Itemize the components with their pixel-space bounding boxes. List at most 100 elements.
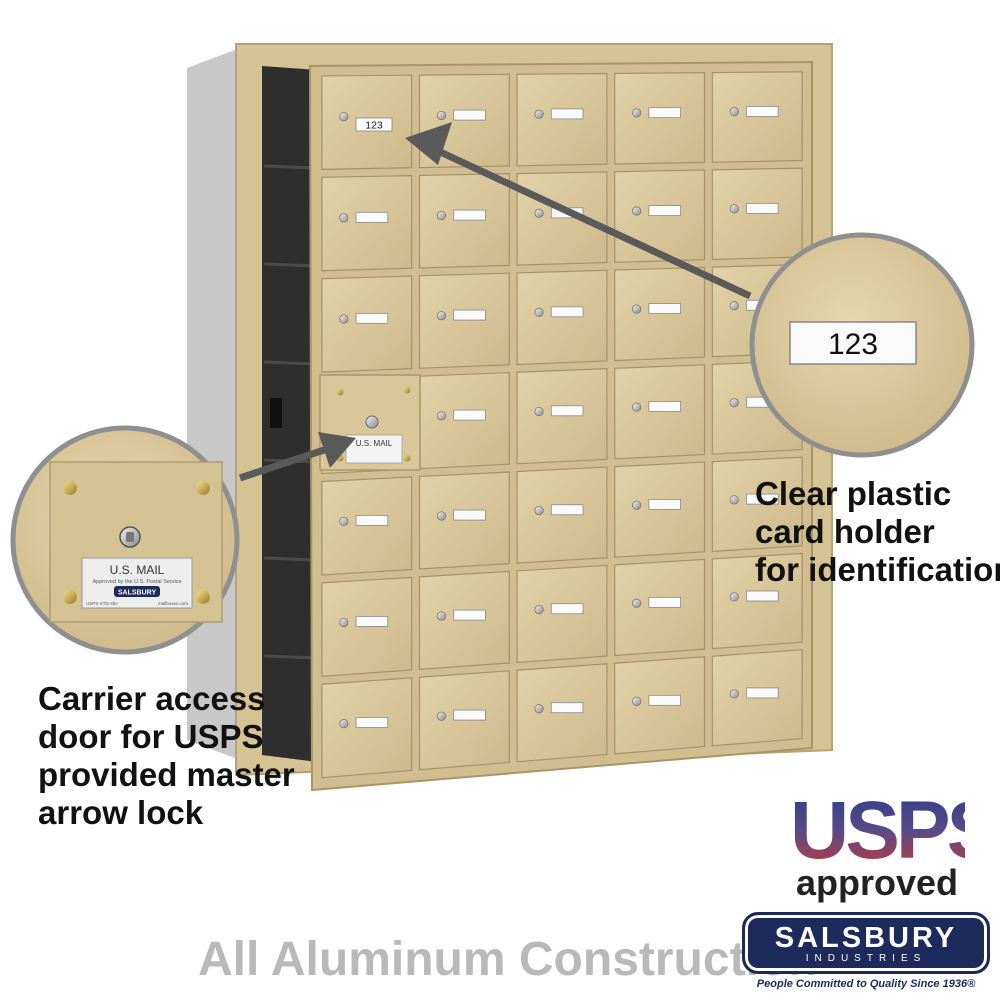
lock-icon bbox=[436, 311, 447, 321]
lock-icon bbox=[729, 592, 739, 602]
salsbury-slogan: People Committed to Quality Since 1936® bbox=[756, 978, 976, 990]
carrier-door-caption: Carrier access door for USPS provided ma… bbox=[38, 680, 295, 832]
lock-icon bbox=[632, 402, 642, 412]
mailbox-door bbox=[321, 174, 413, 272]
salsbury-logo-sub: INDUSTRIES bbox=[805, 952, 927, 964]
lock-icon bbox=[729, 204, 739, 214]
lock-icon bbox=[729, 689, 739, 699]
caption-line: for identification bbox=[755, 550, 1000, 588]
mailbox-door bbox=[516, 171, 608, 266]
screw-icon bbox=[63, 590, 77, 604]
side-wall-panel bbox=[187, 48, 240, 760]
mailbox-door bbox=[418, 371, 510, 470]
screw-icon bbox=[63, 481, 77, 495]
card-holder bbox=[453, 509, 486, 521]
svg-text:USPS-STD-4B+: USPS-STD-4B+ bbox=[86, 601, 119, 606]
lock-icon bbox=[729, 107, 739, 117]
card-holder bbox=[453, 309, 486, 321]
card-holder bbox=[746, 590, 779, 602]
card-holder bbox=[453, 609, 486, 621]
caption-line: provided master bbox=[38, 755, 295, 793]
card-holder bbox=[550, 702, 584, 714]
lock-icon bbox=[436, 411, 447, 421]
card-holder bbox=[648, 694, 681, 706]
mailbox-door bbox=[711, 71, 803, 163]
caption-line: arrow lock bbox=[38, 793, 204, 831]
lock-icon bbox=[632, 500, 642, 510]
lock-icon bbox=[632, 108, 642, 118]
mailbox-door bbox=[516, 72, 608, 167]
lock-icon bbox=[534, 109, 544, 119]
card-holder bbox=[648, 499, 681, 510]
interior-shadow bbox=[262, 66, 318, 762]
lock-icon bbox=[339, 516, 349, 526]
card-holder bbox=[746, 687, 779, 699]
construction-tagline: All Aluminum Construction bbox=[198, 933, 818, 986]
card-holder bbox=[746, 493, 779, 505]
interior-latch bbox=[270, 398, 282, 428]
mailbox-door bbox=[614, 169, 706, 263]
svg-text:U.S. MAIL: U.S. MAIL bbox=[356, 439, 393, 448]
arrow-left-to-door bbox=[238, 444, 332, 482]
card-holder bbox=[648, 303, 681, 314]
mailbox-door bbox=[321, 476, 413, 576]
lock-icon bbox=[534, 406, 544, 417]
card-holder bbox=[550, 405, 584, 417]
lock-icon bbox=[729, 495, 739, 505]
lock-icon bbox=[534, 605, 544, 615]
arrowhead-left bbox=[318, 432, 356, 468]
lock-icon bbox=[339, 314, 349, 324]
card-holder bbox=[746, 106, 779, 117]
screw-icon bbox=[403, 386, 411, 394]
zoom-usps-plate bbox=[81, 557, 193, 609]
lock-icon bbox=[436, 210, 447, 221]
svg-text:Approved by the U.S. Postal Se: Approved by the U.S. Postal Service bbox=[93, 579, 182, 585]
lock-icon bbox=[729, 301, 739, 311]
caption-line: card holder bbox=[755, 512, 935, 550]
lock-icon bbox=[632, 696, 642, 706]
mailbox-door bbox=[321, 275, 413, 373]
mailbox-door bbox=[516, 368, 608, 465]
arrow-right-to-card bbox=[434, 146, 752, 300]
interior-shelves bbox=[263, 164, 317, 660]
salsbury-logo-name: SALSBURY bbox=[774, 921, 958, 954]
usps-approved-logo: USPS approved bbox=[790, 785, 1000, 904]
card-holder bbox=[453, 209, 486, 221]
zoom-card-holder bbox=[789, 321, 917, 365]
lock-icon bbox=[339, 719, 349, 729]
box-number-text: 123 bbox=[365, 120, 383, 132]
card-holder bbox=[355, 515, 389, 526]
card-holder bbox=[355, 312, 389, 324]
screw-icon bbox=[336, 388, 344, 396]
svg-text:SALSBURY: SALSBURY bbox=[118, 590, 157, 597]
card-holder bbox=[355, 616, 389, 627]
lock-icon bbox=[534, 704, 544, 714]
lock-icon bbox=[534, 307, 544, 317]
right-zoom-callout: 123 bbox=[749, 232, 975, 458]
salsbury-logo: SALSBURY INDUSTRIES People Committed to … bbox=[742, 912, 990, 990]
mailbox-door bbox=[711, 167, 803, 261]
card-holder bbox=[648, 596, 681, 608]
screw-icon bbox=[196, 590, 210, 604]
mailbox-door bbox=[321, 576, 413, 677]
zoom-number-text: 123 bbox=[828, 328, 878, 361]
usps-logo-subtitle: approved bbox=[796, 862, 959, 903]
lock-icon bbox=[339, 213, 349, 223]
svg-text:U.S. MAIL: U.S. MAIL bbox=[110, 563, 165, 577]
card-holder bbox=[550, 504, 584, 516]
usps-logo-word: USPS bbox=[790, 785, 1000, 876]
lock-icon bbox=[632, 304, 642, 314]
lock-icon bbox=[436, 611, 447, 621]
mailbox-door bbox=[418, 471, 510, 570]
screw-icon bbox=[403, 454, 411, 462]
card-holder bbox=[550, 306, 584, 318]
mailbox-door bbox=[516, 269, 608, 366]
lock-icon bbox=[729, 398, 739, 408]
caption-line: Clear plastic bbox=[755, 475, 952, 512]
box-number-card bbox=[355, 117, 393, 132]
lock-icon bbox=[339, 112, 349, 122]
card-holder bbox=[648, 107, 681, 119]
lock-icon bbox=[632, 598, 642, 608]
mailbox-door bbox=[418, 173, 510, 269]
left-zoom-callout: U.S. MAIL Approved by the U.S. Postal Se… bbox=[10, 425, 240, 655]
